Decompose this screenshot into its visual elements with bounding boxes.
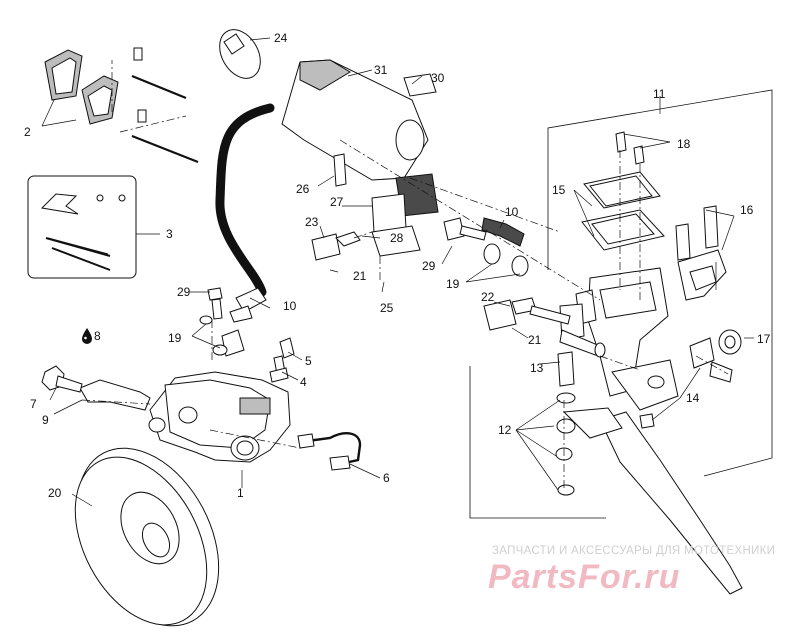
callout-23: 23 (305, 215, 319, 229)
callout-20: 20 (48, 486, 62, 500)
callout-13: 13 (530, 361, 544, 375)
callout-29-left: 29 (177, 285, 191, 299)
callout-11: 11 (653, 87, 666, 101)
callout-16: 16 (740, 203, 754, 217)
callout-5: 5 (305, 354, 312, 368)
brake-pads (44, 49, 119, 125)
pin-kit-box (27, 175, 137, 279)
callout-4: 4 (300, 375, 307, 389)
brake-light-switch (371, 173, 439, 257)
lever-nut (639, 413, 655, 429)
callout-29-right: 29 (422, 259, 436, 273)
leader-lines (41, 37, 754, 507)
reservoir-gasket (581, 209, 665, 251)
callout-24: 24 (274, 31, 288, 45)
cover-screw (333, 153, 347, 187)
callout-10-left: 10 (283, 299, 297, 313)
master-cylinder-body (559, 267, 679, 411)
handlebar-clamp (675, 205, 727, 301)
callout-26: 26 (296, 182, 310, 196)
callout-8: 8 (94, 329, 101, 343)
brake-caliper (148, 371, 291, 463)
callout-labels: 1 2 3 4 5 6 7 8 9 10 10 11 12 13 14 15 1… (24, 31, 771, 500)
callout-28: 28 (390, 231, 404, 245)
callout-2: 2 (24, 125, 31, 139)
caliper-bracket (79, 379, 151, 411)
callout-22: 22 (481, 290, 495, 304)
pivot-bolt-nut (689, 329, 742, 383)
bleeder-cap (279, 337, 295, 359)
switch-connector-right (483, 297, 571, 331)
pad-pins (131, 47, 199, 164)
callout-14: 14 (686, 391, 700, 405)
callout-17: 17 (757, 332, 771, 346)
callout-21-left: 21 (353, 269, 367, 283)
lever-washer (556, 392, 576, 404)
callout-9: 9 (42, 413, 49, 427)
callout-10-right: 10 (505, 205, 519, 219)
callout-30: 30 (431, 71, 445, 85)
brake-hose (215, 103, 275, 297)
callout-6: 6 (383, 471, 390, 485)
lever-pivot-pin (557, 351, 575, 387)
callout-3: 3 (166, 227, 173, 241)
callout-21-right: 21 (528, 333, 542, 347)
switch-connector-left (311, 231, 361, 261)
callout-18: 18 (677, 137, 691, 151)
bleeder-valve (269, 355, 289, 383)
banjo-fitting-right (443, 217, 529, 277)
callout-19-left: 19 (168, 331, 182, 345)
callout-7: 7 (30, 397, 37, 411)
callout-15: 15 (552, 183, 566, 197)
callout-19-right: 19 (446, 277, 460, 291)
lever-circlip (557, 484, 575, 496)
watermark-logo: PartsFor.ru (488, 558, 680, 596)
brake-lever (556, 407, 743, 595)
reservoir-cap (583, 171, 661, 209)
cable-tie (219, 29, 261, 79)
assembly-bracket-outline (547, 89, 773, 477)
callout-25: 25 (380, 301, 394, 315)
callout-27: 27 (330, 195, 344, 209)
brake-disc (74, 447, 220, 627)
alignment-lines (81, 60, 729, 488)
callout-31: 31 (374, 63, 388, 77)
callout-1: 1 (237, 486, 244, 500)
caliper-bolt (41, 365, 83, 393)
watermark-caption: ЗАПЧАСТИ И АКСЕССУАРЫ ДЛЯ МОТОТЕХНИКИ (492, 545, 775, 557)
oil-drop-icon (82, 328, 92, 344)
callout-12: 12 (498, 423, 512, 437)
warning-sticker (403, 73, 437, 97)
banjo-bolt-left (199, 287, 228, 356)
push-rod (559, 329, 606, 358)
